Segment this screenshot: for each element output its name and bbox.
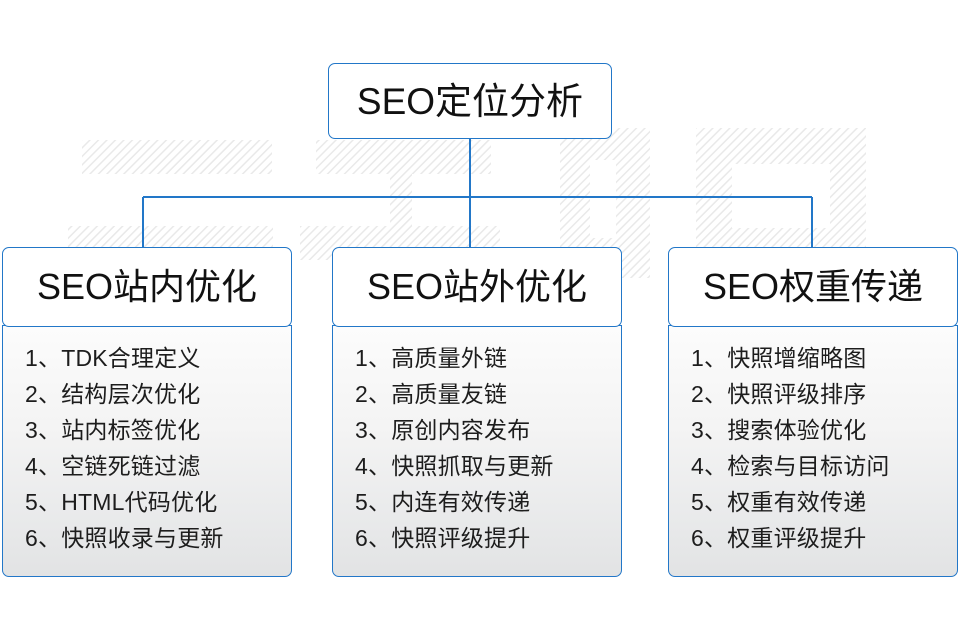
list-item: 5、内连有效传递 — [355, 489, 531, 516]
list-item: 2、快照评级排序 — [691, 381, 867, 408]
branch-columns: SEO站内优化 1、TDK合理定义 2、结构层次优化 3、站内标签优化 4、空链… — [0, 247, 960, 587]
list-item: 2、结构层次优化 — [25, 381, 201, 408]
list-item: 4、快照抓取与更新 — [355, 453, 554, 480]
list-item: 5、HTML代码优化 — [25, 489, 218, 516]
branch-column-1: SEO站内优化 1、TDK合理定义 2、结构层次优化 3、站内标签优化 4、空链… — [2, 247, 292, 578]
list-item: 1、高质量外链 — [355, 345, 508, 372]
branch-item-list-1: 1、TDK合理定义 2、结构层次优化 3、站内标签优化 4、空链死链过滤 5、H… — [3, 340, 291, 556]
list-item: 5、权重有效传递 — [691, 489, 867, 516]
list-item: 1、TDK合理定义 — [25, 345, 201, 372]
list-item: 3、搜索体验优化 — [691, 417, 867, 444]
branch-header-title-3: SEO权重传递 — [702, 266, 924, 307]
list-item: 3、原创内容发布 — [355, 417, 531, 444]
list-item: 6、快照评级提升 — [355, 525, 531, 552]
list-item: 4、检索与目标访问 — [691, 453, 890, 480]
branch-header-1[interactable]: SEO站内优化 — [2, 247, 292, 327]
branch-header-title-2: SEO站外优化 — [366, 266, 588, 307]
branch-header-title-1: SEO站内优化 — [36, 266, 258, 307]
list-item: 3、站内标签优化 — [25, 417, 201, 444]
list-item: 4、空链死链过滤 — [25, 453, 201, 480]
root-node-title: SEO定位分析 — [356, 80, 584, 122]
branch-column-2: SEO站外优化 1、高质量外链 2、高质量友链 3、原创内容发布 4、快照抓取与… — [332, 247, 622, 578]
branch-header-3[interactable]: SEO权重传递 — [668, 247, 958, 327]
list-item: 1、快照增缩略图 — [691, 345, 867, 372]
list-item: 6、快照收录与更新 — [25, 525, 224, 552]
branch-body-3: 1、快照增缩略图 2、快照评级排序 3、搜索体验优化 4、检索与目标访问 5、权… — [668, 325, 958, 578]
branch-body-1: 1、TDK合理定义 2、结构层次优化 3、站内标签优化 4、空链死链过滤 5、H… — [2, 325, 292, 578]
branch-item-list-3: 1、快照增缩略图 2、快照评级排序 3、搜索体验优化 4、检索与目标访问 5、权… — [669, 340, 957, 556]
branch-header-2[interactable]: SEO站外优化 — [332, 247, 622, 327]
branch-body-2: 1、高质量外链 2、高质量友链 3、原创内容发布 4、快照抓取与更新 5、内连有… — [332, 325, 622, 578]
root-node[interactable]: SEO定位分析 — [328, 63, 612, 139]
list-item: 2、高质量友链 — [355, 381, 508, 408]
branch-column-3: SEO权重传递 1、快照增缩略图 2、快照评级排序 3、搜索体验优化 4、检索与… — [668, 247, 958, 578]
branch-item-list-2: 1、高质量外链 2、高质量友链 3、原创内容发布 4、快照抓取与更新 5、内连有… — [333, 340, 621, 556]
list-item: 6、权重评级提升 — [691, 525, 867, 552]
